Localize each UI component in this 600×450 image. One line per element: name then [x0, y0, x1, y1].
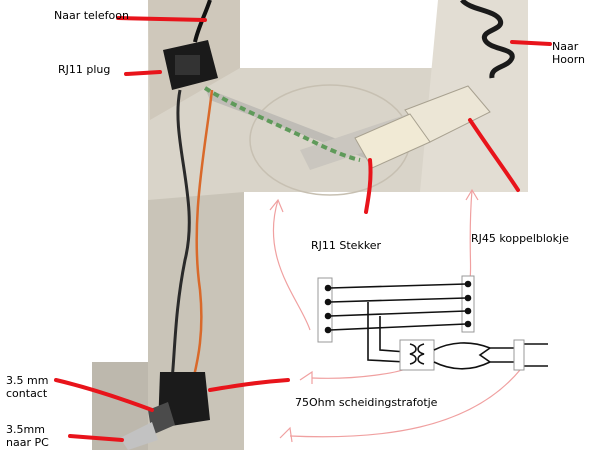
label-35mm-contact: 3.5 mm contact	[6, 374, 49, 400]
photo-background	[92, 0, 528, 450]
label-scheidingstrafo: 75Ohm scheidingstrafotje	[295, 396, 438, 409]
label-rj11-plug: RJ11 plug	[58, 63, 111, 76]
sketch-arrows	[269, 188, 521, 443]
label-35mm-naar-pc: 3.5mm naar PC	[6, 423, 49, 449]
leader-rj45	[468, 118, 520, 192]
black-wire	[170, 89, 191, 381]
label-naar-telefoon: Naar telefoon	[54, 9, 129, 22]
rj45-coupler	[354, 85, 491, 169]
orange-wire	[190, 89, 214, 386]
green-white-wire	[203, 86, 361, 162]
leader-trafo	[208, 378, 290, 392]
leader-naar-pc	[68, 434, 124, 442]
label-naar-hoorn: Naar Hoorn	[552, 40, 586, 66]
rj11-plug-block	[163, 40, 218, 90]
leader-naar-telefoon	[116, 16, 207, 22]
label-rj11-stekker: RJ11 Stekker	[311, 239, 382, 252]
annotation-leaders	[54, 16, 552, 442]
jack-contact-block	[120, 372, 210, 450]
wiring-schematic	[317, 275, 548, 371]
leader-rj11-plug	[124, 70, 162, 76]
label-rj45-koppelblokje: RJ45 koppelblokje	[471, 232, 569, 245]
leader-35-contact	[54, 378, 154, 412]
leader-naar-hoorn	[510, 40, 552, 46]
handset-coil-cord	[460, 0, 515, 79]
leader-rj11-stekker	[364, 158, 373, 214]
